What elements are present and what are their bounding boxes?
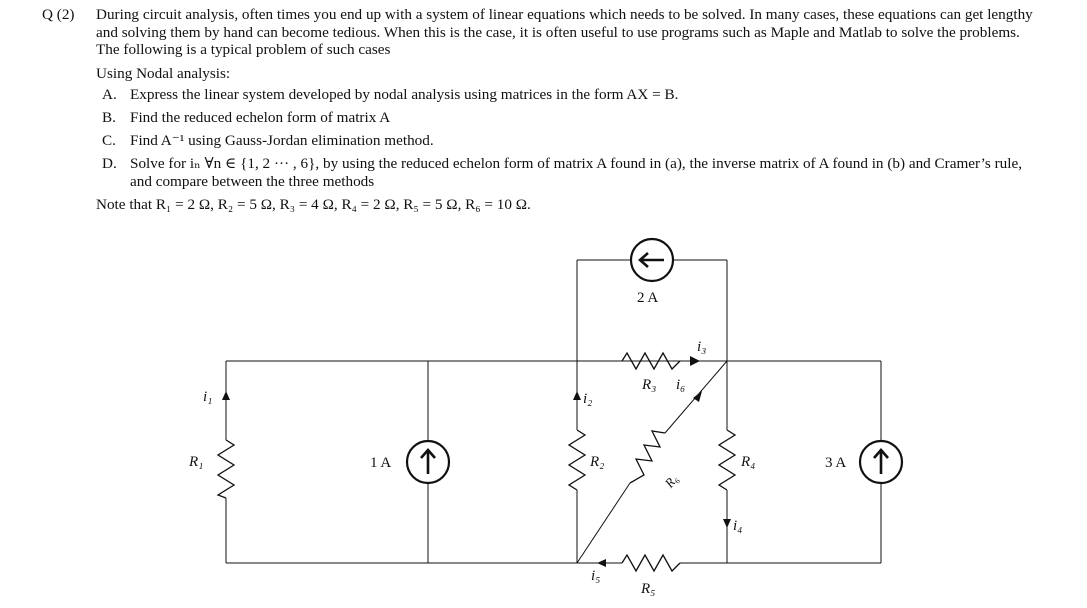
i6-arrow (693, 391, 702, 402)
label-i6: i₆ (676, 377, 685, 393)
label-source-right: 3 A (825, 455, 846, 471)
resistors (216, 351, 737, 573)
resistor-r1 (216, 439, 236, 499)
label-i3: i₃ (697, 339, 706, 355)
label-i1: i₁ (203, 389, 212, 405)
label-i4: i₄ (733, 518, 742, 534)
task-item-d: D.Solve for iₙ ∀n ∈ {1, 2 ··· , 6}, by u… (102, 155, 1022, 190)
resistor-values-note: Note that R₁ = 2 Ω, R₂ = 5 Ω, R₃ = 4 Ω, … (96, 195, 531, 213)
label-r1: R₁ (188, 454, 203, 470)
label-r2: R₂ (589, 454, 604, 470)
label-r6: R₆ (661, 471, 681, 491)
question-number: Q (2) (42, 6, 75, 23)
label-r4: R₄ (740, 454, 755, 470)
label-source-left: 1 A (370, 455, 391, 471)
label-i2: i₂ (583, 391, 592, 407)
task-item-c: C.Find A⁻¹ using Gauss-Jordan eliminatio… (102, 132, 434, 149)
task-list: A.Express the linear system developed by… (102, 86, 1042, 190)
i3-arrow (690, 356, 700, 366)
resistor-r2 (567, 429, 587, 491)
i1-arrow (222, 391, 230, 400)
i2-arrow (573, 391, 581, 400)
label-r5: R₅ (640, 581, 655, 597)
question-intro: Q (2) During circuit analysis, often tim… (42, 6, 1042, 59)
resistor-r3 (621, 351, 681, 371)
task-item-a: A.Express the linear system developed by… (102, 86, 679, 103)
i4-arrow (723, 519, 731, 528)
method-line: Using Nodal analysis: (96, 64, 231, 82)
task-item-b: B.Find the reduced echelon form of matri… (102, 109, 391, 126)
resistor-r5 (621, 553, 681, 573)
current-arrows (222, 356, 731, 567)
label-source-top: 2 A (637, 290, 658, 306)
label-r3: R₃ (641, 377, 656, 393)
i5-arrow (597, 559, 606, 567)
question-block: Q (2) During circuit analysis, often tim… (42, 6, 1042, 213)
question-intro-text: During circuit analysis, often times you… (96, 6, 1033, 58)
resistor-r6 (629, 430, 666, 484)
circuit-wires (225, 259, 882, 564)
label-i5: i₅ (591, 568, 600, 584)
resistor-r4 (717, 429, 737, 491)
source-arrows (420, 252, 889, 474)
circuit-labels: 2 A 1 A 3 A R₁ R₂ R₃ R₄ R₅ R₆ i₁ i₂ i₃ i… (188, 290, 846, 597)
